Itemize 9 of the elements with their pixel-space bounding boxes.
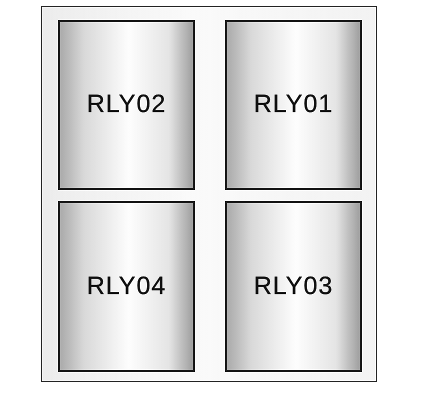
relay-box xyxy=(225,201,362,372)
relay-label: RLY01 xyxy=(254,91,334,119)
relay-label: RLY02 xyxy=(86,91,166,119)
relay-box xyxy=(225,20,362,190)
relay-box xyxy=(58,201,195,372)
fuse-block-outline xyxy=(41,6,377,382)
relay-label: RLY04 xyxy=(86,272,166,300)
relay-label: RLY03 xyxy=(254,272,334,300)
relay-box xyxy=(58,20,195,190)
